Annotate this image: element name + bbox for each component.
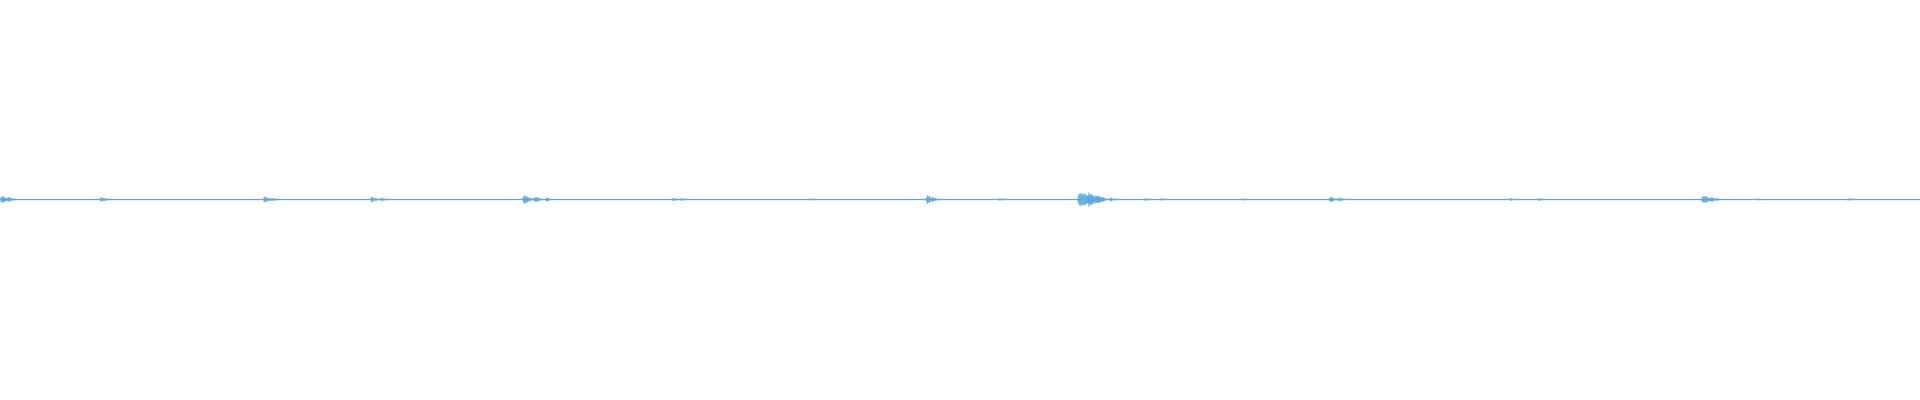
waveform-burst [1159,198,1169,201]
waveform-burst [807,198,818,201]
waveform-burst [997,198,1009,201]
waveform-burst [1537,197,1548,202]
waveform-burst [7,197,20,202]
waveform-bursts [0,192,1856,207]
waveform-burst [99,196,114,203]
waveform-burst [1846,198,1856,201]
waveform-burst [924,195,943,204]
waveform-burst [679,198,690,201]
waveform-burst [1337,197,1350,202]
waveform-burst [1756,198,1766,201]
waveform-burst [544,197,557,202]
waveform-burst [1710,197,1724,202]
waveform-burst [1109,197,1121,202]
waveform-burst [1241,198,1251,201]
waveform-burst [379,197,392,202]
waveform-burst [270,198,282,201]
waveform-burst [1508,198,1519,201]
waveform-burst [1143,198,1155,201]
